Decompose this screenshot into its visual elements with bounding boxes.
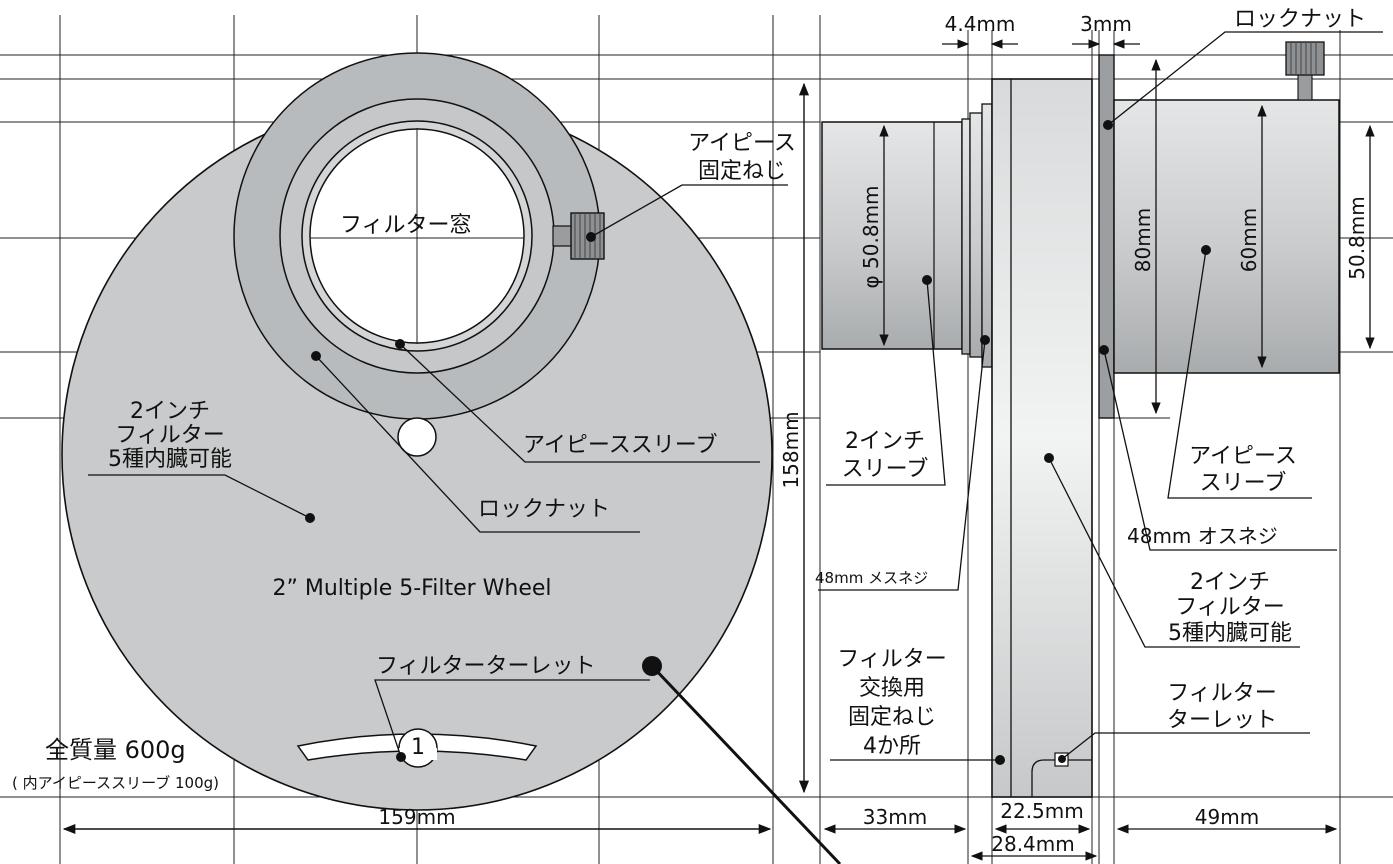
front-view: 1 フィルター窓 アイピース 固定ねじ アイピーススリーブ ロックナット 2イン… [12, 52, 842, 864]
dimension-60mm: 60mm [1237, 208, 1261, 272]
dimension-28-4mm: 28.4mm [991, 832, 1075, 856]
dimension-phi-50-8mm: φ 50.8mm [859, 185, 883, 288]
filter-screw-label-3: 固定ねじ [848, 705, 936, 730]
total-weight: 全質量 600g [45, 736, 186, 764]
dimension-50-8mm: 50.8mm [1345, 196, 1369, 280]
side-filter-capacity-label-3: 5種内臓可能 [1168, 621, 1292, 646]
side-view: 4.4mm 3mm φ 50.8mm 80mm 60mm 50.8mm ロックナ… [815, 7, 1383, 861]
lock-nut-label: ロックナット [478, 497, 610, 522]
female-thread-label: 48mm メスネジ [815, 569, 928, 587]
filter-window-label: フィルター窓 [340, 213, 472, 238]
height-dimension: 158mm [779, 411, 803, 488]
side-turret-label-1: フィルター [1167, 681, 1277, 706]
side-filter-capacity-label-1: 2インチ [1190, 570, 1270, 595]
side-filter-capacity-label-2: フィルター [1175, 595, 1285, 620]
dimension-22-5mm: 22.5mm [1000, 799, 1084, 823]
two-inch-sleeve-label-1: 2インチ [845, 429, 925, 454]
two-inch-sleeve-label-2: スリーブ [842, 457, 929, 482]
filter-screw-label-2: 交換用 [859, 676, 925, 701]
filter-capacity-label-2: フィルター [115, 423, 225, 448]
filter-turret-label: フィルターターレット [376, 654, 596, 679]
filter-screw-label-1: フィルター [837, 647, 947, 672]
turret-number: 1 [411, 735, 425, 760]
eyepiece-screw-label-1: アイピース [688, 131, 796, 156]
width-dimension: 159mm [378, 805, 455, 829]
lock-nut-side-label: ロックナット [1234, 7, 1366, 32]
male-thread-label: 48mm オスネジ [1127, 524, 1278, 548]
eyepiece-screw-side-icon [1285, 41, 1325, 101]
weight-note: ( 内アイピーススリーブ 100g) [12, 774, 219, 792]
two-inch-sleeve [821, 121, 963, 350]
dimension-4-4mm: 4.4mm [945, 12, 1016, 36]
dimension-33mm: 33mm [863, 805, 927, 829]
eyepiece-screw-label-2: 固定ねじ [698, 159, 786, 184]
filter-capacity-label-1: 2インチ [130, 399, 210, 424]
wheel-side [991, 78, 1093, 798]
dimension-80mm: 80mm [1131, 208, 1155, 272]
filter-screw-label-4: 4か所 [863, 734, 921, 759]
dimension-49mm: 49mm [1195, 805, 1259, 829]
wheel-hole [397, 417, 437, 457]
eyepiece-sleeve-side-label-2: スリーブ [1200, 471, 1287, 496]
eyepiece-sleeve-label: アイピーススリーブ [523, 433, 717, 458]
filter-capacity-label-3: 5種内臓可能 [108, 447, 232, 472]
eyepiece-sleeve-side-label-1: アイピース [1189, 444, 1297, 469]
dimension-3mm: 3mm [1080, 12, 1132, 36]
product-name: 2” Multiple 5-Filter Wheel [272, 576, 551, 601]
side-turret-label-2: ターレット [1167, 708, 1277, 733]
